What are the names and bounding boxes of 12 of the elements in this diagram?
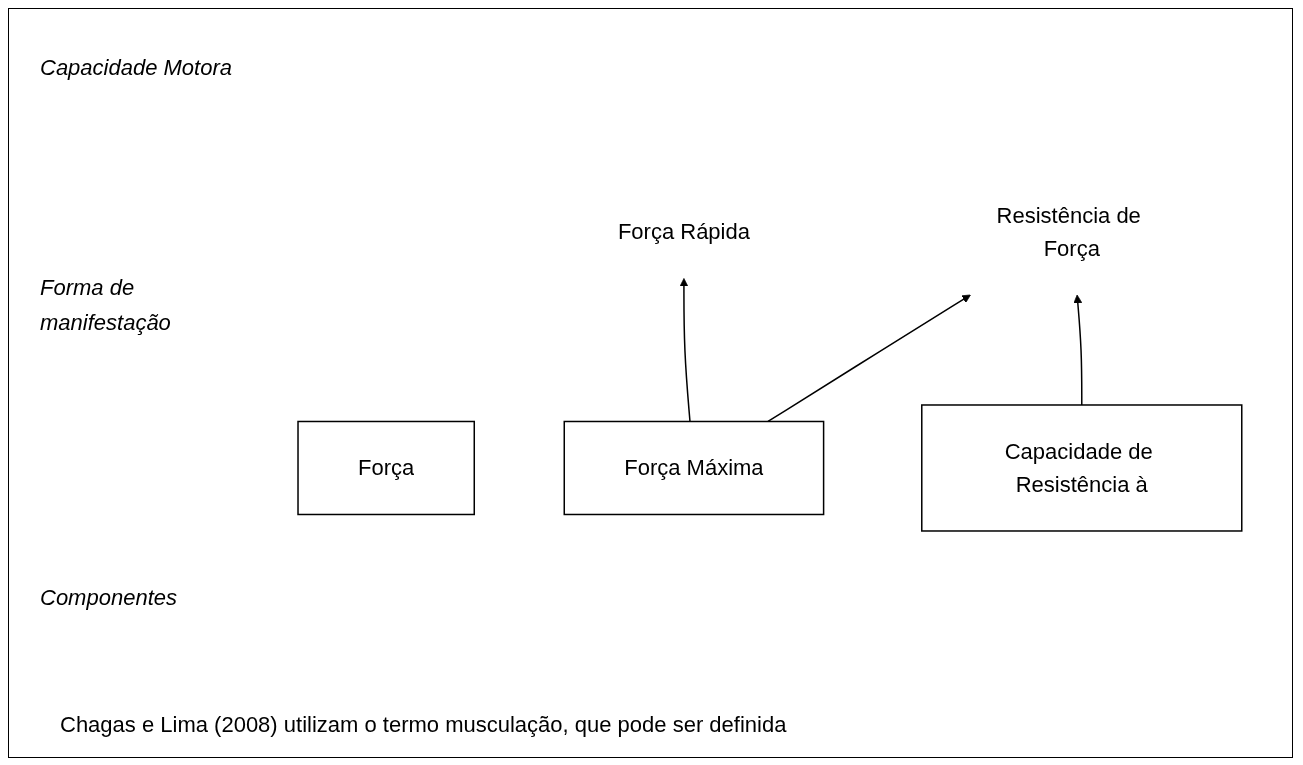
row-label: Forma de manifestação [40, 274, 172, 338]
node-text: Resistência de Força [996, 203, 1141, 261]
body-paragraph: Chagas e Lima (2008) utilizam o termo musculação, que pode ser definida [60, 712, 788, 738]
node-box: Força Máxima [563, 420, 825, 516]
row-label: Capacidade Motora [40, 54, 233, 82]
arrow [1073, 294, 1083, 406]
arrow [767, 294, 971, 423]
arrow [679, 278, 691, 423]
node-box: Capacidade de Resistência à [921, 404, 1243, 532]
node-box: Força [297, 420, 476, 516]
row-label: Componentes [40, 584, 178, 612]
node-text: Força Rápida [618, 219, 751, 245]
